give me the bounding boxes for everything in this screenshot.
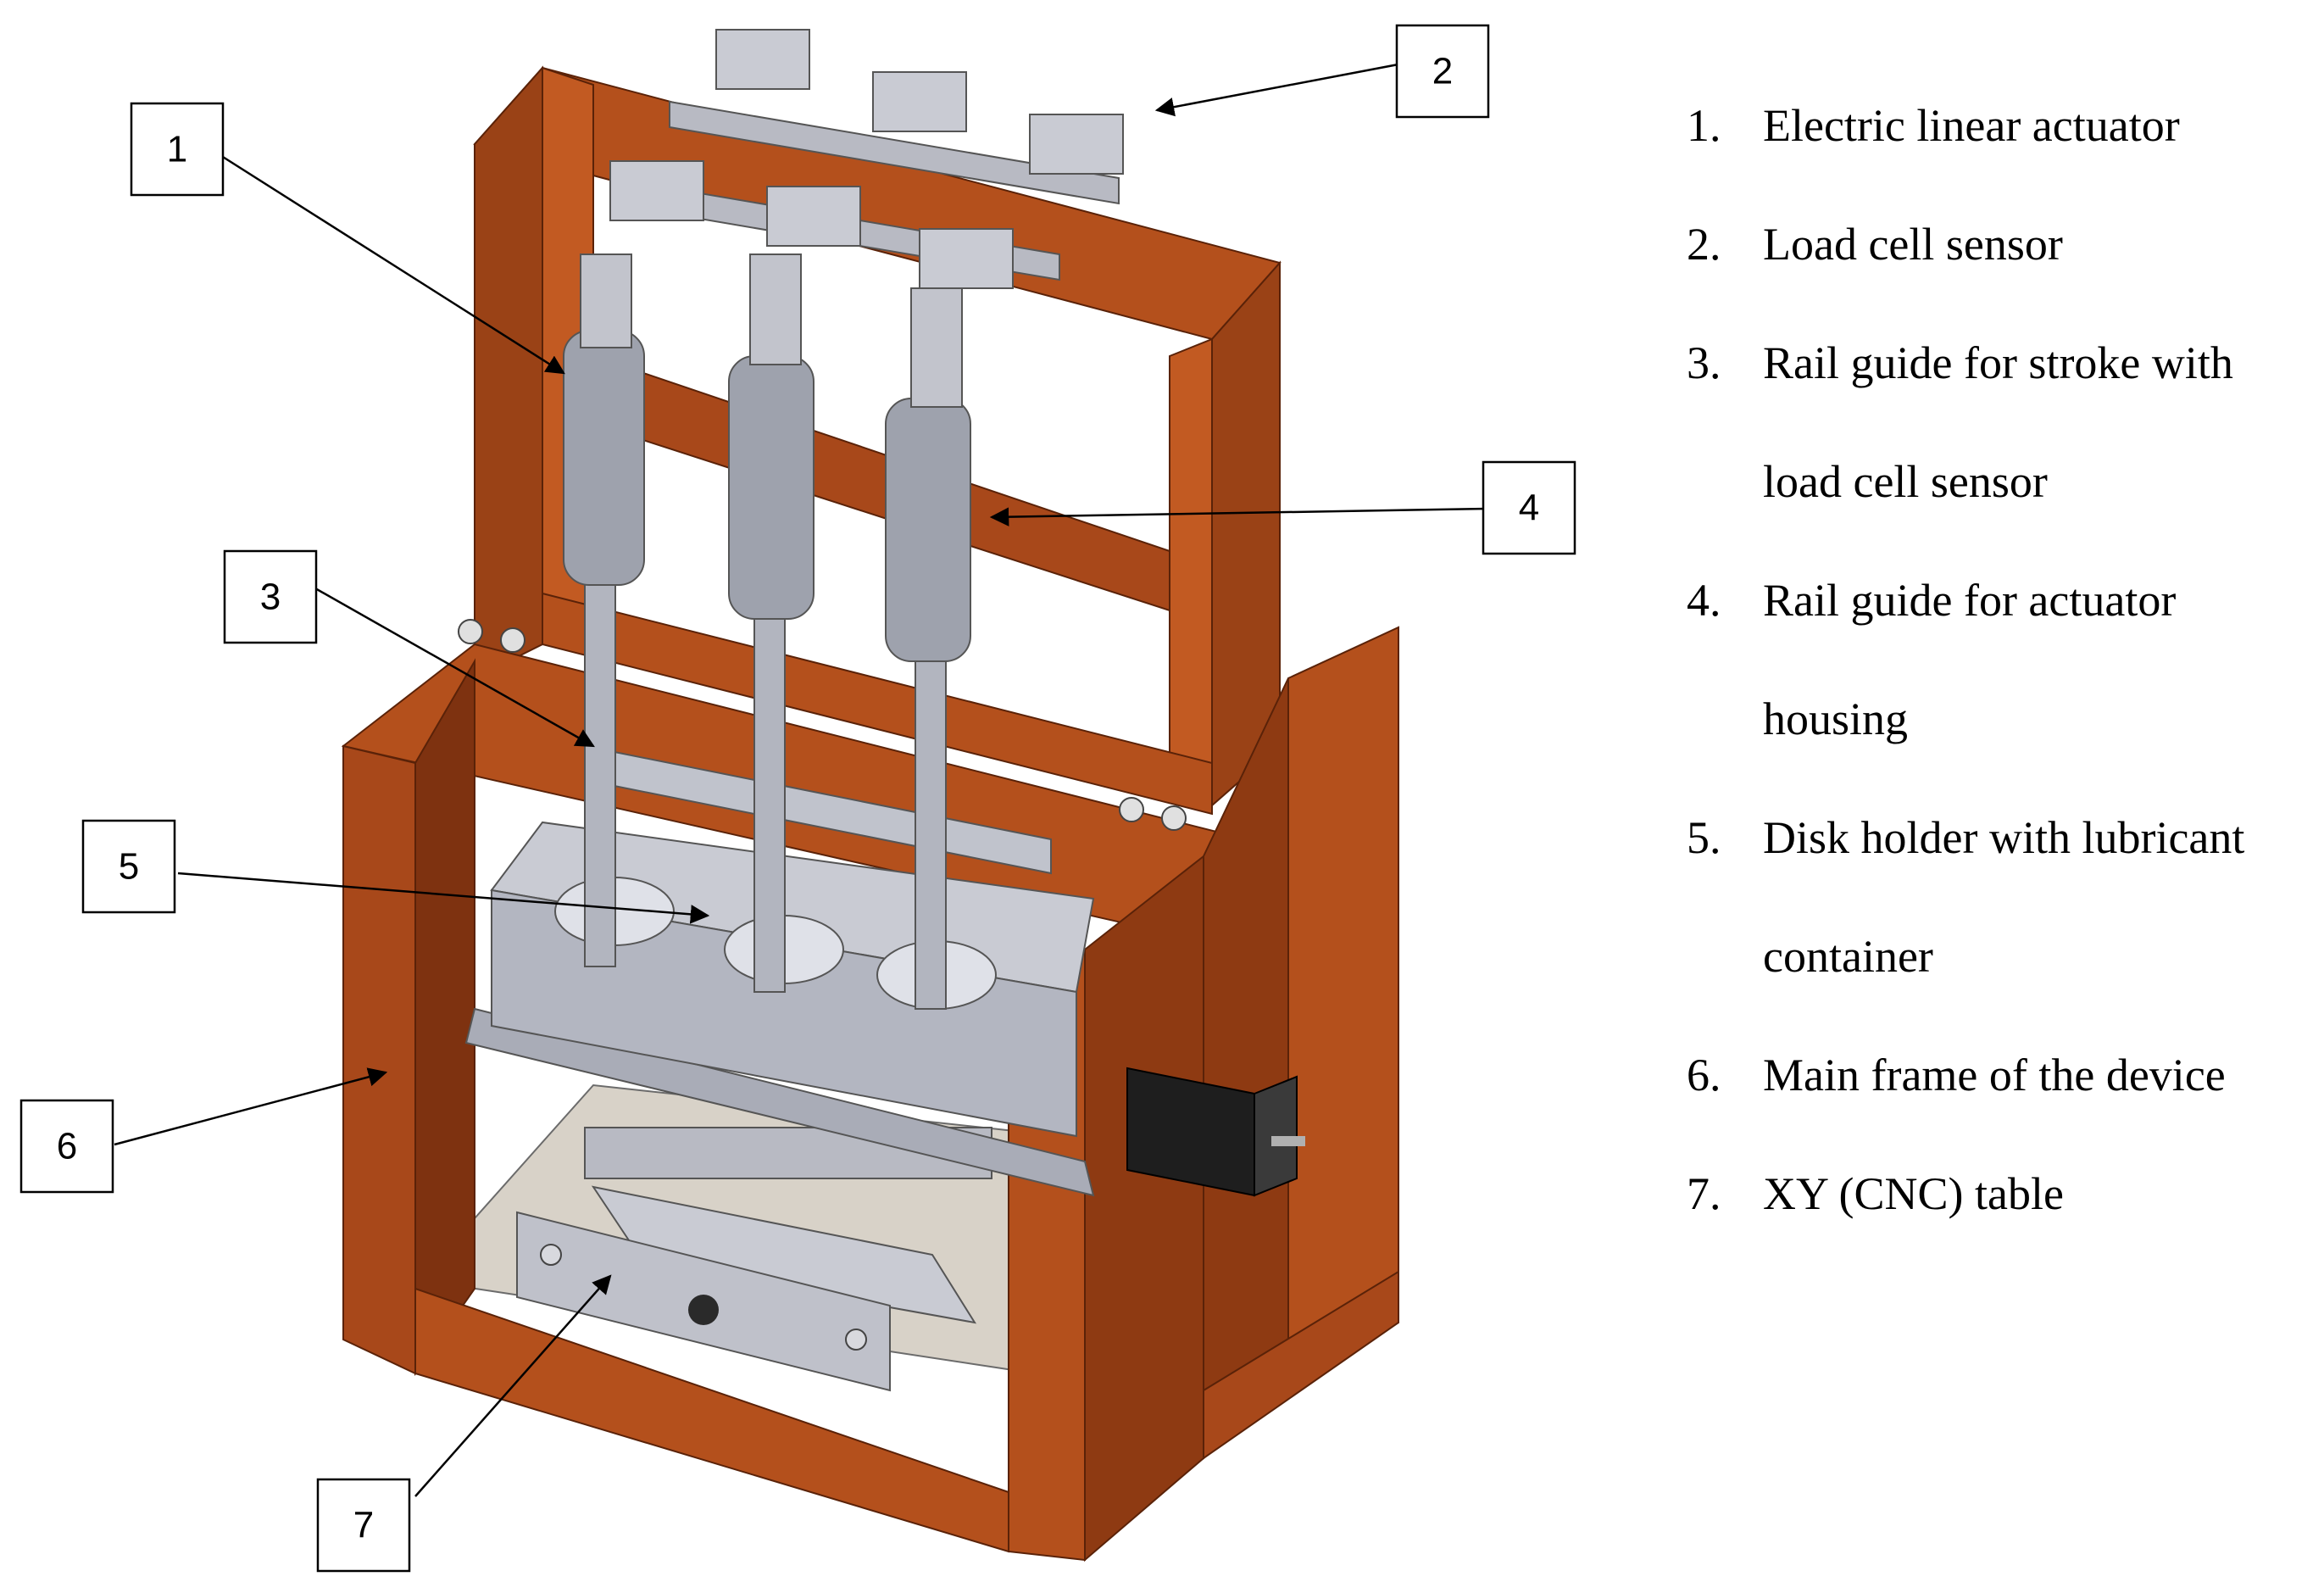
upper-frame — [473, 65, 1282, 816]
actuator-right — [885, 287, 971, 1010]
legend-number: 5. — [1687, 812, 1721, 863]
callout-2: 2 — [1395, 24, 1490, 119]
callout-6: 6 — [19, 1099, 114, 1194]
legend-text: load cell sensor — [1763, 456, 2048, 507]
legend-text: housing — [1763, 694, 1909, 744]
callouts: 1 2 3 4 5 6 7 — [19, 24, 1576, 1573]
callout-4-label: 4 — [1519, 487, 1539, 529]
legend-text: Rail guide for actuator — [1763, 575, 2177, 626]
main-frame — [341, 626, 1399, 1563]
callout-5-label: 5 — [119, 846, 139, 888]
legend-item-4: 4. Rail guide for actuator — [1687, 541, 2314, 660]
leader-4 — [989, 507, 1488, 526]
legend-item-6: 6. Main frame of the device — [1687, 1016, 2314, 1134]
legend-number: 2. — [1687, 219, 1721, 270]
leader-6 — [114, 1067, 388, 1146]
callout-1-label: 1 — [167, 129, 187, 170]
leader-1 — [215, 151, 565, 375]
callout-2-label: 2 — [1432, 51, 1453, 92]
legend-item-7: 7. XY (CNC) table — [1687, 1134, 2314, 1253]
actuator-left — [563, 253, 645, 967]
legend-number: 6. — [1687, 1050, 1721, 1100]
callout-7-label: 7 — [353, 1505, 374, 1546]
leader-2 — [1154, 62, 1404, 117]
legend-number: 3. — [1687, 337, 1721, 388]
legend-text: Disk holder with lubricant — [1763, 812, 2245, 863]
leader-lines — [114, 62, 1488, 1497]
legend-text: XY (CNC) table — [1763, 1168, 2064, 1219]
callout-7: 7 — [316, 1478, 411, 1573]
legend-item-5-cont: container — [1687, 897, 2314, 1016]
legend-number: 7. — [1687, 1168, 1721, 1219]
callout-6-label: 6 — [57, 1126, 77, 1167]
callout-3-label: 3 — [260, 577, 281, 618]
leader-3 — [309, 583, 595, 748]
callout-1: 1 — [130, 102, 225, 197]
linear-actuators — [563, 253, 971, 1010]
legend-text: Electric linear actuator — [1763, 100, 2180, 151]
load-cell-array — [609, 29, 1124, 289]
legend-item-5: 5. Disk holder with lubricant — [1687, 778, 2314, 897]
legend: 1. Electric linear actuator 2. Load cell… — [1687, 66, 2314, 1253]
legend-item-3: 3. Rail guide for stroke with — [1687, 304, 2314, 422]
stepper-motor — [1126, 1067, 1305, 1197]
legend-number: 1. — [1687, 100, 1721, 151]
legend-text: container — [1763, 931, 1933, 982]
callout-3: 3 — [223, 549, 318, 644]
machine-illustration — [341, 29, 1399, 1563]
legend-text: Main frame of the device — [1763, 1050, 2226, 1100]
frame-bolts — [458, 619, 1187, 831]
callout-5: 5 — [81, 819, 176, 914]
legend-text: Rail guide for stroke with — [1763, 337, 2233, 388]
callout-4: 4 — [1482, 460, 1576, 555]
leader-7 — [414, 1274, 612, 1497]
legend-item-2: 2. Load cell sensor — [1687, 185, 2314, 304]
legend-item-4-cont: housing — [1687, 660, 2314, 778]
legend-item-3-cont: load cell sensor — [1687, 422, 2314, 541]
legend-text: Load cell sensor — [1763, 219, 2063, 270]
legend-number: 4. — [1687, 575, 1721, 626]
legend-item-1: 1. Electric linear actuator — [1687, 66, 2314, 185]
leader-5 — [177, 872, 710, 924]
actuator-middle — [728, 253, 815, 993]
